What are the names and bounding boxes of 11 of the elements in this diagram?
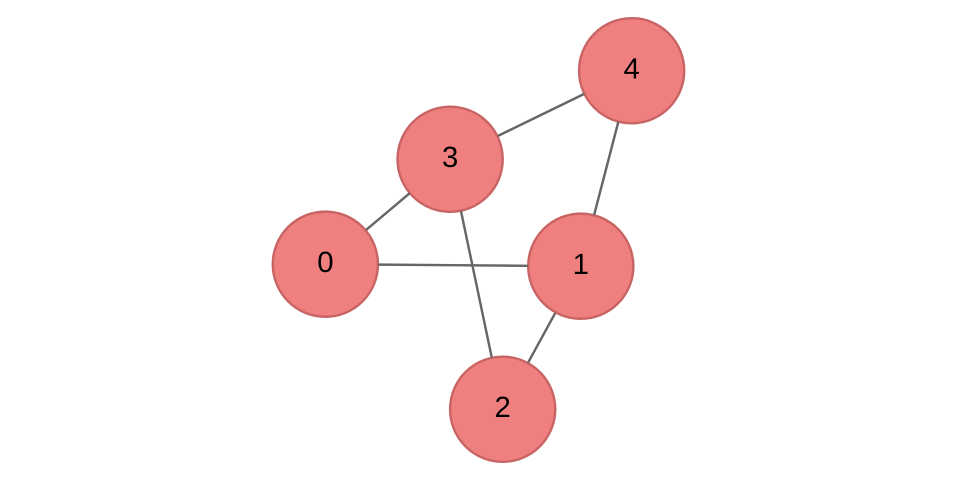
connector	[460, 210, 493, 358]
connector	[378, 263, 528, 268]
node-circle: 0	[272, 210, 380, 318]
node-circle: 1	[527, 212, 635, 320]
connector	[526, 312, 556, 364]
node-circle: 4	[578, 16, 686, 125]
node-circle: 2	[448, 355, 556, 464]
connector	[497, 92, 585, 138]
node-circle: 3	[396, 105, 504, 214]
connector	[592, 121, 620, 216]
connector	[365, 192, 410, 231]
